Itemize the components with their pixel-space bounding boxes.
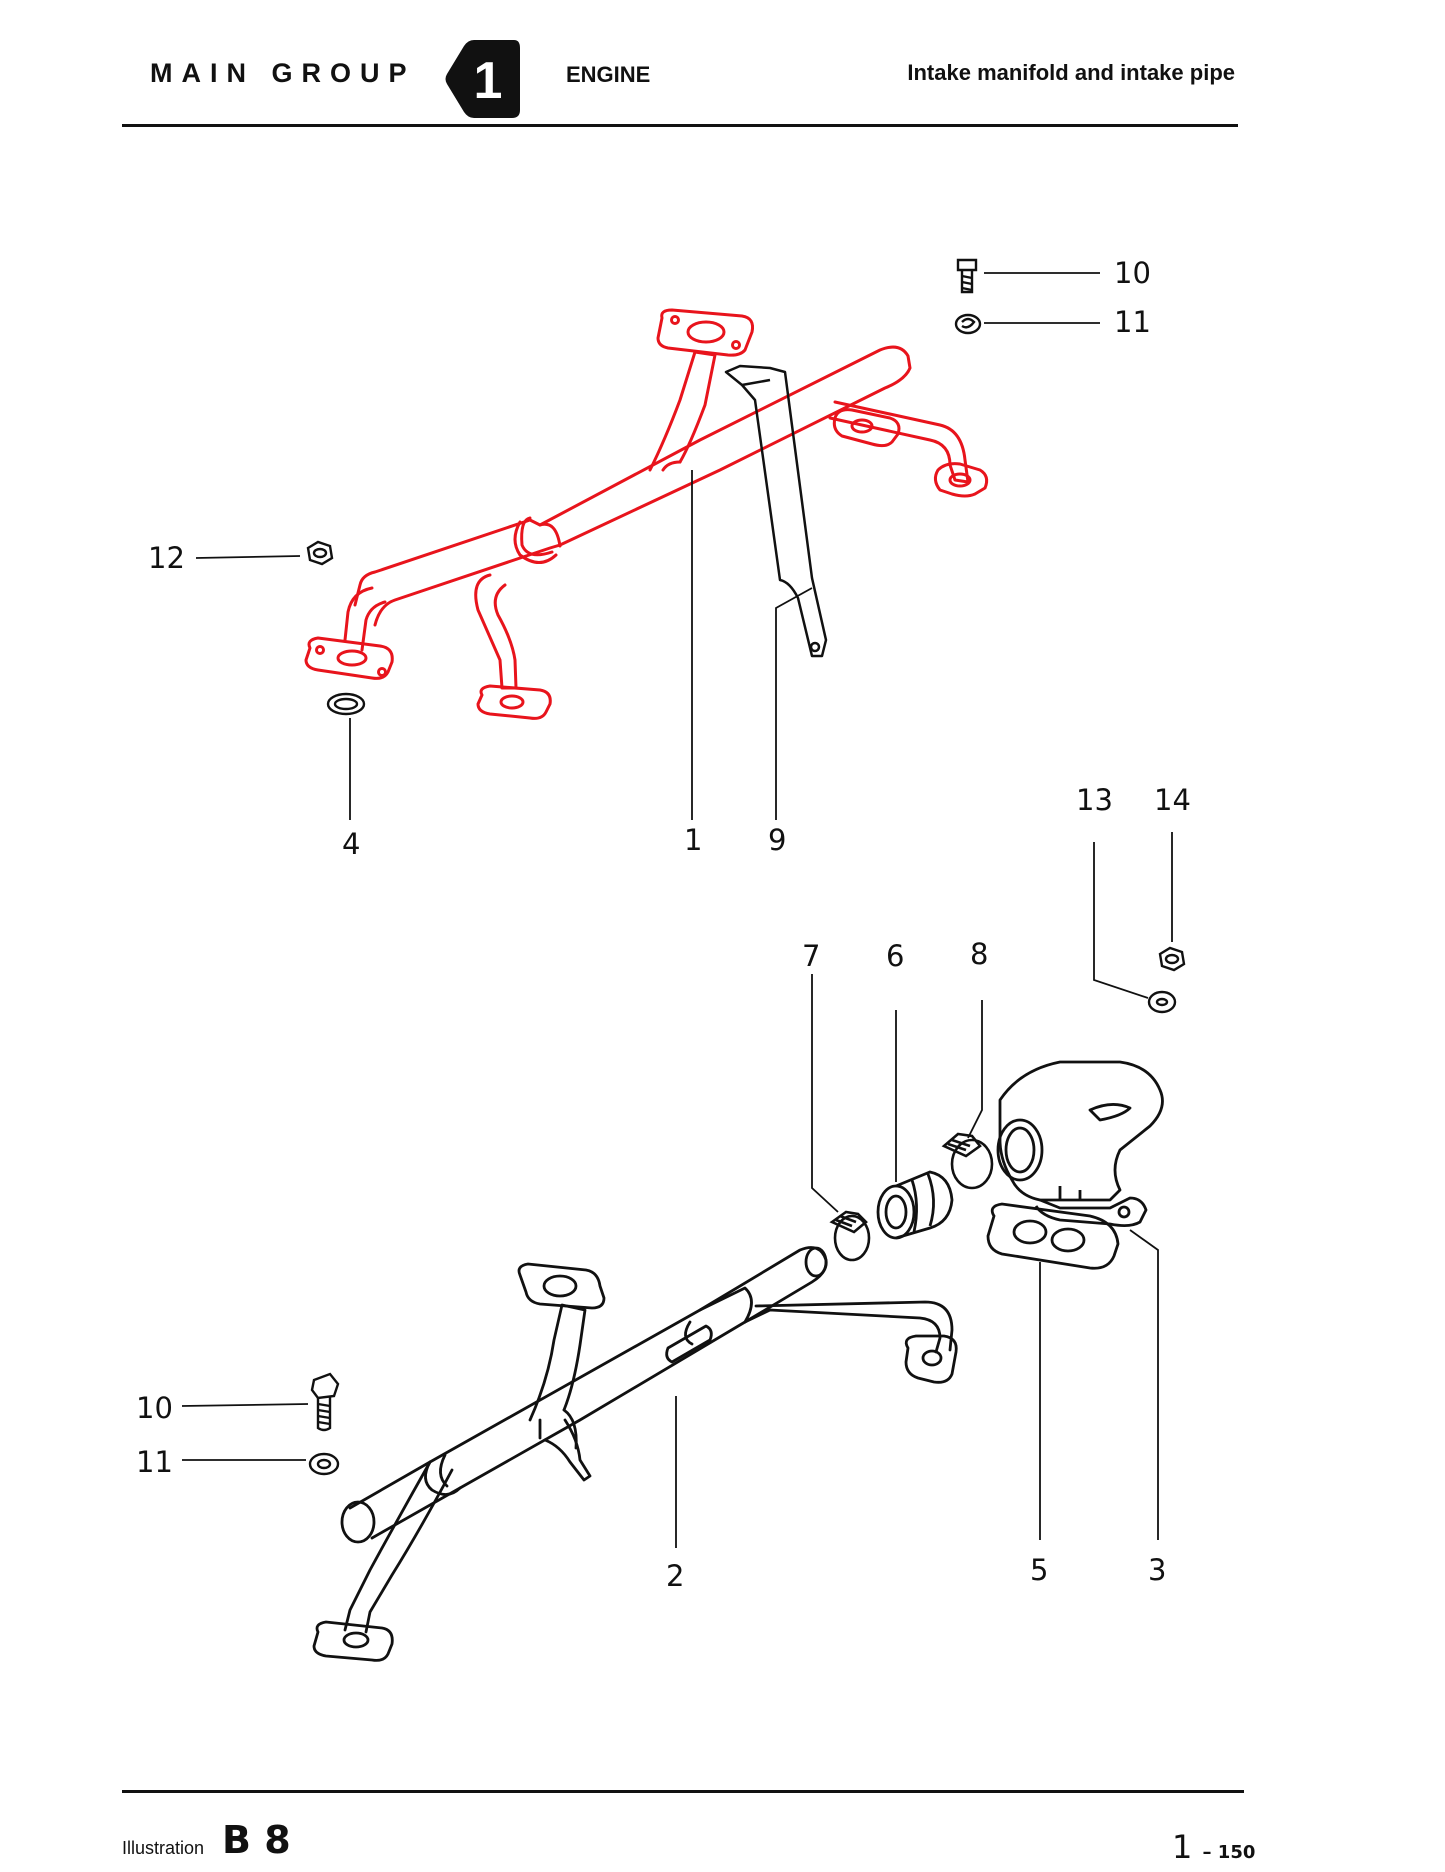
callout-10-bottom: 10	[136, 1391, 173, 1425]
intake-manifold-part-1	[304, 308, 989, 720]
washer-11-bottom	[308, 1452, 340, 1476]
page-number-main: 1	[1172, 1828, 1193, 1866]
callout-5: 5	[1030, 1553, 1048, 1587]
callout-8: 8	[970, 937, 988, 971]
intake-pipe-part-2	[312, 1246, 958, 1662]
header-divider	[122, 124, 1238, 127]
seal-ring-4	[326, 692, 366, 716]
washer-11-top	[954, 313, 982, 335]
hose-clamp-part-8	[941, 1132, 994, 1190]
callout-7: 7	[802, 939, 820, 973]
bolt-10-top	[956, 258, 978, 294]
callout-12: 12	[148, 541, 185, 575]
gasket-part-5	[986, 1202, 1120, 1270]
leader-lines	[181, 272, 1173, 1548]
main-group-label: MAIN GROUP	[150, 58, 416, 88]
illustration-label: Illustration	[122, 1838, 205, 1858]
callout-14: 14	[1154, 783, 1191, 817]
callout-10-top: 10	[1114, 256, 1151, 290]
callout-6: 6	[886, 939, 904, 973]
bracket-strap-part-9	[724, 364, 828, 658]
page-number: 1 – 150	[1172, 1828, 1255, 1866]
rubber-sleeve-part-6	[876, 1170, 954, 1240]
page-number-sub: – 150	[1202, 1842, 1256, 1863]
bolt-10-bottom	[310, 1372, 340, 1432]
callout-2: 2	[666, 1559, 684, 1593]
callout-1: 1	[684, 823, 702, 857]
callout-4: 4	[342, 827, 360, 861]
engine-label: ENGINE	[566, 62, 651, 87]
hose-clamp-part-7	[829, 1210, 871, 1262]
callout-11-top: 11	[1114, 305, 1151, 339]
group-number: 1	[474, 52, 503, 110]
callout-3: 3	[1148, 1553, 1166, 1587]
nut-12	[306, 540, 334, 566]
nut-14	[1158, 946, 1186, 972]
washer-13	[1147, 990, 1177, 1014]
illustration-code: B 8	[222, 1818, 291, 1862]
section-title: Intake manifold and intake pipe	[907, 60, 1235, 85]
footer-divider	[122, 1790, 1244, 1793]
callout-13: 13	[1076, 783, 1113, 817]
group-number-badge: 1	[445, 40, 520, 118]
callout-9: 9	[768, 823, 786, 857]
intake-elbow-part-3	[996, 1060, 1164, 1227]
callout-11-bottom: 11	[136, 1445, 173, 1479]
